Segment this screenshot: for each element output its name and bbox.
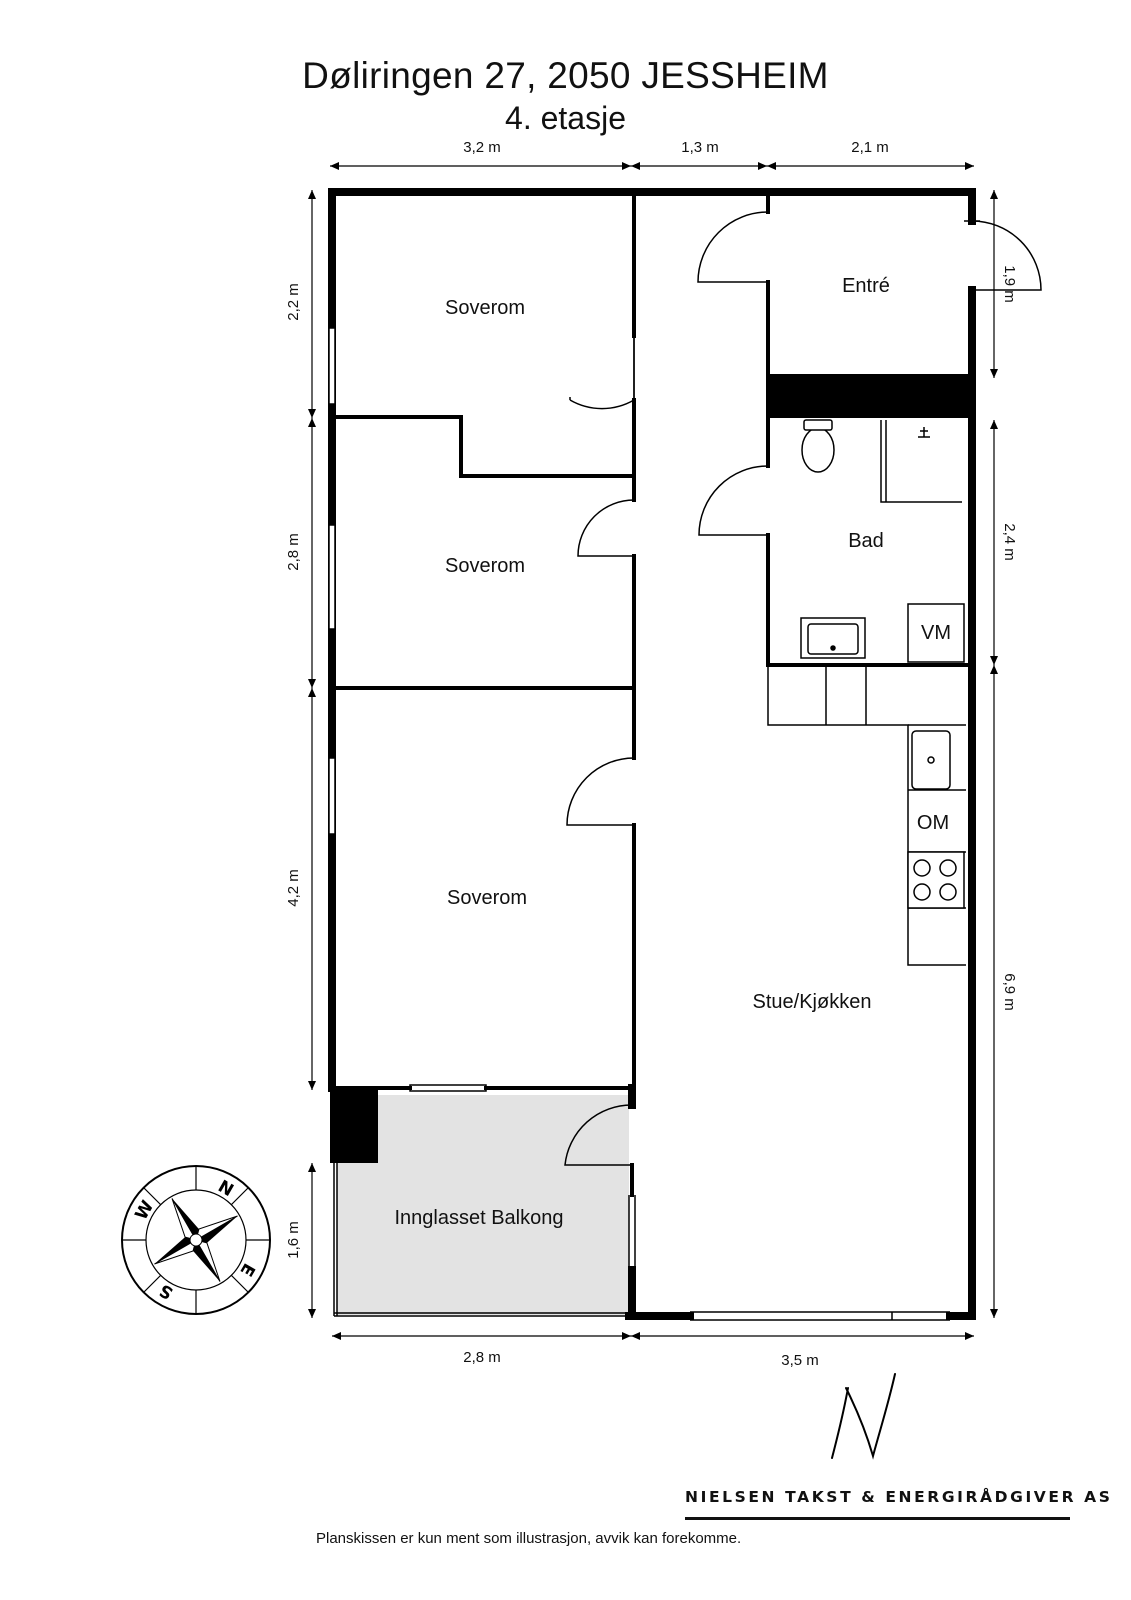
dim-top-right: 2,1 m [851,139,889,156]
south-window [689,1311,951,1321]
company-divider [685,1517,1070,1520]
balcony-window [409,1084,487,1092]
room-label-oven: OM [917,812,949,834]
room-label-living-kitchen: Stue/Kjøkken [753,991,872,1013]
balcony-glazing [333,1163,636,1317]
dim-left-3: 4,2 m [285,869,302,907]
company-name: NIELSEN TAKST & ENERGIRÅDGIVER AS [685,1488,1113,1506]
room-label-bathroom: Bad [848,530,884,552]
washer-box [907,603,965,663]
disclaimer-text: Planskissen er kun ment som illustrasjon… [316,1530,742,1547]
company-logo [831,1373,896,1460]
toilet-bowl [801,427,835,473]
room-label-washer: VM [921,622,951,644]
dim-bottom-left: 2,8 m [463,1349,501,1366]
room-label-bedroom-2: Soverom [445,555,525,577]
interior-walls [332,194,974,1197]
dim-left-1: 2,2 m [285,283,302,321]
dim-right-2: 2,4 m [1001,523,1018,561]
room-label-bedroom-1: Soverom [445,297,525,319]
dim-right-1: 1,9 m [1001,265,1018,303]
room-label-entry: Entré [842,275,890,297]
dim-left-2: 2,8 m [285,533,302,571]
dim-bottom-right: 3,5 m [781,1352,819,1369]
dimension-lines [308,162,998,1340]
stove [907,851,965,909]
west-windows [328,327,336,835]
floor-label: 4. etasje [505,100,626,136]
kitchen-counters [767,665,966,966]
dim-left-4: 1,6 m [285,1221,302,1259]
shower-screen [880,420,962,503]
outer-walls [328,188,976,1320]
room-label-bedroom-3: Soverom [447,887,527,909]
bath-fixtures [800,419,965,663]
dim-top-middle: 1,3 m [681,139,719,156]
compass-rose: N E S W [121,1165,271,1315]
dim-top-left: 3,2 m [463,139,501,156]
installation-shaft [766,374,972,418]
dim-right-3: 6,9 m [1001,973,1018,1011]
doors [564,211,1042,1166]
balcony-pillar [330,1088,378,1163]
toilet-tank [803,419,833,431]
balcony-floor [337,1095,629,1315]
plan-title: Døliringen 27, 2050 JESSHEIM [302,55,829,96]
room-label-balcony: Innglasset Balkong [394,1207,563,1229]
